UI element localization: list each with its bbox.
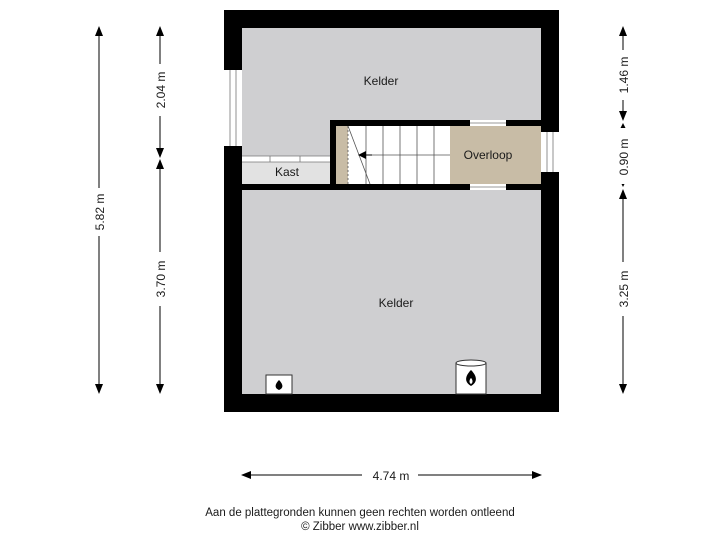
flame-icon [275,380,283,390]
label-overloop: Overloop [464,148,513,162]
stair-step-lines [347,125,450,185]
label-kelder-top: Kelder [364,74,399,88]
interior-wall-horizontal [242,184,541,190]
dim-width: 4.74 m [373,469,410,483]
dimension-middle-right: 0.90 m [615,123,631,187]
label-kelder-bottom: Kelder [379,296,414,310]
dim-total-height: 5.82 m [93,194,107,231]
boiler-right [455,359,487,395]
kast-rail [242,156,330,162]
dimension-lower-right: 3.25 m [615,189,631,394]
dimension-total-height: 5.82 m [91,26,107,394]
window-left [224,70,242,146]
footer-disclaimer: Aan de plattegronden kunnen geen rechten… [205,507,515,519]
footer-copyright: © Zibber www.zibber.nl [301,521,419,533]
dimension-upper-left: 2.04 m [152,26,168,158]
dim-lower-right: 3.25 m [617,271,631,308]
stair-wall-left [330,120,336,190]
label-kast: Kast [275,165,300,179]
room-kelder-top-extension [242,28,541,122]
boiler-left [265,374,293,395]
dim-lower-left: 3.70 m [154,261,168,298]
dimension-width: 4.74 m [241,466,542,484]
flame-icon [466,370,476,386]
stair-wall-top [330,120,541,126]
dimension-lower-left: 3.70 m [152,159,168,394]
dim-middle-right: 0.90 m [617,139,631,176]
dimension-upper-right: 1.46 m [615,26,631,121]
room-overloop [450,126,541,184]
room-kelder-bottom [242,190,541,394]
window-right [541,132,559,172]
arrow-left-icon [358,151,372,159]
dim-upper-right: 1.46 m [617,57,631,94]
dim-upper-left: 2.04 m [154,72,168,109]
room-kast [242,162,330,184]
